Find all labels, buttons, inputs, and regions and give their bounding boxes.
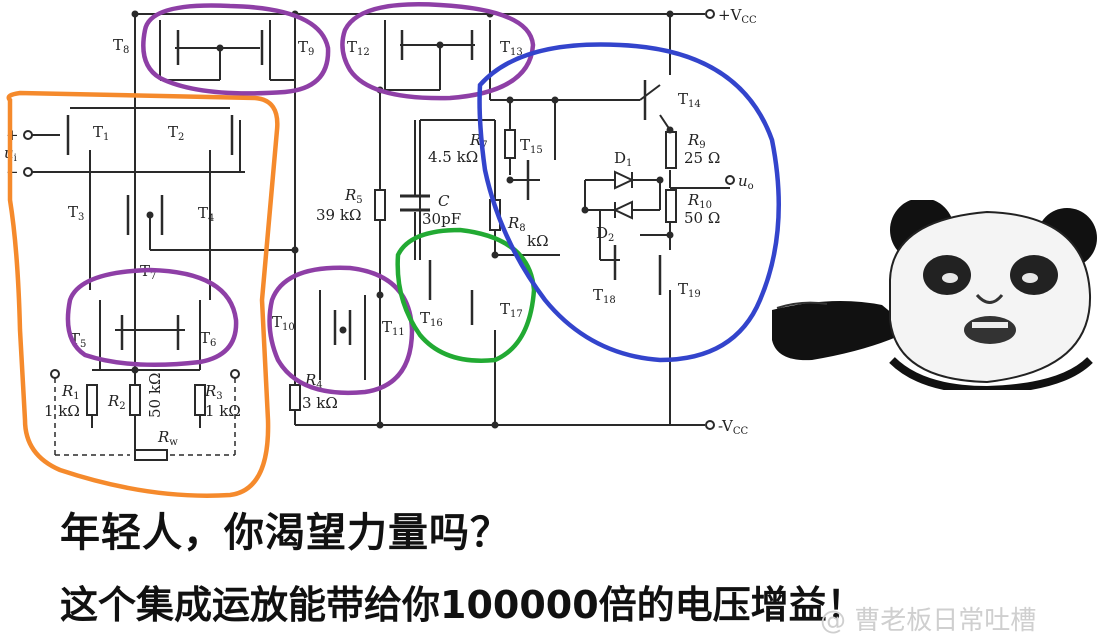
panda-head — [889, 210, 1092, 384]
r10-label: R10 — [687, 191, 712, 211]
transistor-label-17: T17 — [500, 300, 523, 320]
panda-body — [889, 357, 1093, 390]
r3-label: R3 — [204, 382, 223, 402]
r5-label: R5 — [344, 186, 363, 206]
teeth — [972, 322, 1008, 328]
r2-value: 50 kΩ — [146, 373, 164, 418]
transistor-label-12: T12 — [347, 38, 370, 58]
r3-value: 1 kΩ — [205, 402, 241, 420]
r7-label: R7 — [469, 131, 488, 151]
transistor-label-16: T16 — [420, 309, 443, 329]
caption-line-1: 年轻人，你渴望力量吗？ — [60, 510, 511, 556]
transistor-label-6: T6 — [200, 329, 216, 349]
d1-label: D1 — [614, 149, 632, 169]
transistor-label-8: T8 — [113, 36, 129, 56]
transistor-label-19: T19 — [678, 280, 701, 300]
pointing-arm — [772, 301, 912, 361]
terminals — [23, 9, 735, 430]
d2-label: D2 — [596, 224, 614, 244]
mouth — [964, 316, 1016, 344]
left-eye — [942, 273, 958, 283]
transistor-label-15: T15 — [520, 136, 543, 156]
transistor-label-11: T11 — [382, 318, 405, 338]
transistor-label-10: T10 — [272, 313, 295, 333]
resistor-symbols — [86, 129, 677, 461]
c-label: C — [438, 192, 450, 210]
output-stage-highlight — [477, 42, 781, 363]
right-eye — [1022, 273, 1038, 283]
r5-value: 39 kΩ — [316, 206, 361, 224]
rw-label: Rw — [157, 428, 178, 448]
c-value: 30pF — [422, 210, 461, 228]
transistor-label-13: T13 — [500, 38, 523, 58]
transistor-label-3: T3 — [68, 203, 84, 223]
r7-value: 4.5 kΩ — [428, 148, 478, 166]
transistor-label-1: T1 — [93, 123, 109, 143]
capacitor-symbol — [400, 194, 430, 212]
transistor-label-9: T9 — [298, 38, 314, 58]
r9-value: 25 Ω — [684, 149, 720, 167]
panda-meme-face — [772, 200, 1097, 390]
input-stage-highlight — [6, 90, 280, 498]
diode-symbols — [612, 170, 635, 220]
highlight-marks — [6, 2, 781, 498]
r1-value: 1 kΩ — [44, 402, 80, 420]
transistor-label-4: T4 — [198, 204, 214, 224]
rw-dashed-link — [54, 378, 236, 456]
transistor-label-18: T18 — [593, 286, 616, 306]
mirror-t5-t6-highlight — [65, 267, 239, 368]
transistor-label-14: T14 — [678, 90, 701, 110]
mirror-t10-t11-highlight — [267, 265, 415, 395]
mirror-t8-t9-highlight — [141, 3, 331, 96]
r2-label: R2 — [107, 392, 126, 412]
r8-value: kΩ — [527, 232, 549, 250]
uo-label: uo — [738, 172, 754, 192]
r9-label: R9 — [687, 131, 706, 151]
r8-label: R8 — [507, 214, 526, 234]
r10-value: 50 Ω — [684, 209, 720, 227]
r1-label: R1 — [61, 382, 80, 402]
gain-stage-highlight — [395, 227, 537, 363]
r4-value: 3 kΩ — [302, 394, 338, 412]
nose — [975, 293, 1004, 304]
caption-line-2: 这个集成运放能带给你100000倍的电压增益！ — [60, 583, 865, 627]
watermark: @ 曹老板日常吐槽 — [820, 606, 1037, 636]
transistor-symbols — [66, 30, 662, 350]
transistor-label-2: T2 — [168, 123, 184, 143]
vcc-neg-label: -VCC — [718, 417, 748, 437]
mirror-t12-t13-highlight — [340, 2, 536, 101]
vcc-pos-label: +VCC — [718, 6, 757, 26]
transistor-label-5: T5 — [70, 330, 86, 350]
